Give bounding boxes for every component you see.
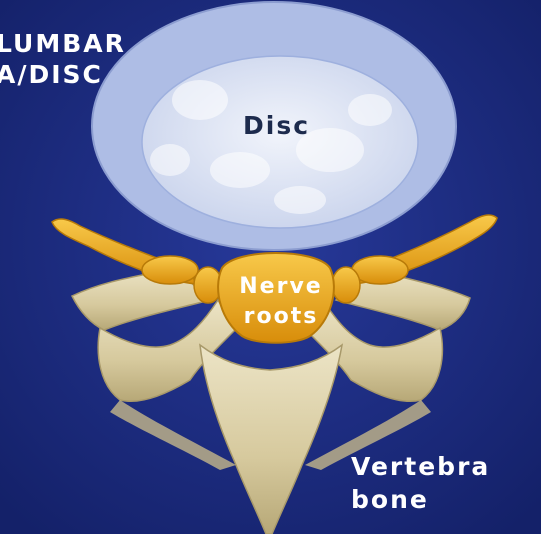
disc-label: Disc	[243, 112, 310, 140]
vertebra-label-line-2: bone	[351, 485, 429, 514]
diagram-title: LUMBAR A/DISC	[0, 28, 126, 90]
title-line-1: LUMBAR	[0, 29, 126, 58]
nerve-roots-label: Nerve roots	[239, 272, 323, 332]
nerve-label-line-1: Nerve	[239, 274, 322, 299]
vertebra-label-line-1: Vertebra	[351, 452, 490, 481]
nerve-label-line-2: roots	[244, 304, 319, 329]
title-line-2: A/DISC	[0, 60, 103, 89]
vertebra-label: Vertebra bone	[351, 450, 490, 516]
